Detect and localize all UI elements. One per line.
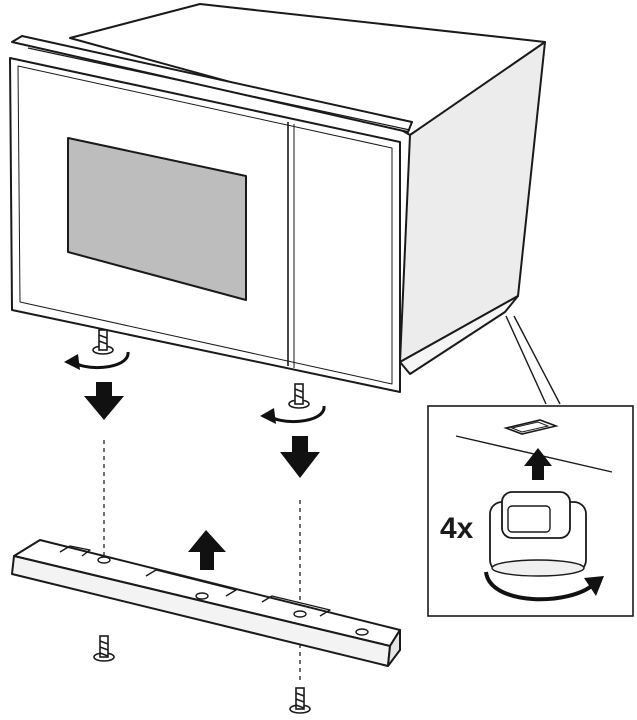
screw-icon xyxy=(289,687,311,714)
rail-hole xyxy=(195,592,209,600)
rotate-arrow-head xyxy=(64,354,80,370)
mounting-rail xyxy=(11,539,401,667)
rail-hole xyxy=(97,556,111,564)
callout-lines xyxy=(505,315,561,405)
rail-hole xyxy=(355,628,369,636)
microwave-bottom-ledge xyxy=(399,295,519,375)
trim-strip xyxy=(11,35,413,133)
viewing-window xyxy=(67,137,247,301)
up-arrow-icon xyxy=(524,448,552,480)
screw-icon xyxy=(92,329,114,355)
detail-box: 4x xyxy=(427,405,634,617)
rail-end xyxy=(387,629,401,667)
screw-icon xyxy=(93,635,115,662)
rotate-arrow-head xyxy=(584,576,604,596)
rotate-arrow-head xyxy=(260,408,276,424)
down-arrow-icon xyxy=(280,436,320,478)
left-front-screw-group xyxy=(64,329,130,600)
middle-front-screw-group xyxy=(260,383,326,680)
rail-hole xyxy=(293,610,307,618)
adjustable-foot xyxy=(489,491,587,577)
screw-icon xyxy=(288,383,310,409)
microwave-unit xyxy=(9,3,546,393)
down-arrow-icon xyxy=(84,382,124,420)
rotate-arrow-icon xyxy=(484,571,596,602)
rail-front xyxy=(11,555,391,667)
up-arrow-icon xyxy=(188,530,226,570)
quantity-label: 4x xyxy=(440,512,474,545)
